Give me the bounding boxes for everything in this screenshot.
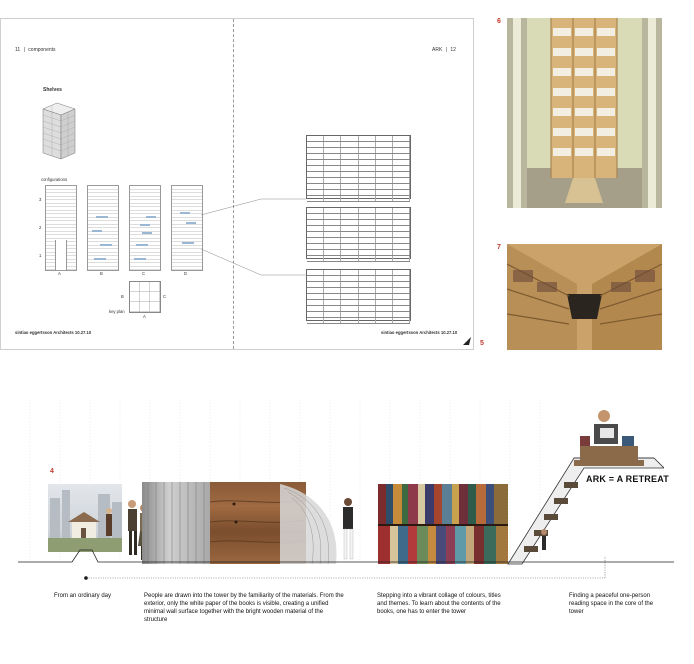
photo-ordinary-day	[48, 484, 122, 552]
shelf-axonometric-drawing	[42, 102, 76, 160]
photo-book-block	[142, 482, 210, 564]
configuration-bar-c	[129, 185, 161, 271]
left-page-header: 11 | components	[15, 47, 56, 53]
component-table-2	[306, 207, 411, 262]
photo-tower-exterior	[507, 18, 662, 208]
level-label-2: 2	[39, 225, 42, 230]
tower-exterior-illustration	[507, 18, 662, 208]
figure-number-4: 4	[50, 468, 54, 475]
figure-number-7: 7	[497, 244, 501, 251]
configuration-bar-b	[87, 185, 119, 271]
fanned-pages-illustration	[280, 484, 337, 564]
connector-lines	[201, 198, 306, 276]
page-turn-arrow-icon	[463, 337, 471, 345]
reading-person-illustration	[580, 410, 638, 460]
colourful-books-illustration	[378, 484, 508, 564]
key-plan-label-a: A	[143, 314, 146, 319]
book-stair-illustration	[507, 457, 664, 565]
photo-fanned-pages	[280, 484, 342, 564]
footer-left: sintiao eggertsson Architects 10.27.10	[15, 330, 92, 335]
right-page-header: ARK | 12	[432, 47, 456, 53]
reading-person	[572, 406, 642, 464]
figure-number-6: 6	[497, 18, 501, 25]
configuration-bar-d	[171, 185, 203, 271]
component-table-3	[306, 269, 411, 324]
configurations-label: configurations	[41, 177, 68, 182]
caption-ordinary-day: From an ordinary day	[54, 593, 112, 599]
key-plan-label-b: B	[121, 294, 124, 299]
footer-right: sintiao eggertsson Architects 10.27.10	[381, 330, 458, 335]
photo-tower-interior	[507, 244, 662, 350]
bar-label-c: C	[142, 271, 146, 276]
right-section-title: ARK	[432, 47, 443, 53]
page-fold	[233, 19, 234, 349]
photo-colourful-books	[378, 484, 508, 564]
bar-label-a: A	[58, 271, 61, 276]
caption-vibrant-collage: Stepping into a vibrant collage of colou…	[377, 593, 501, 615]
book-block-illustration	[147, 482, 205, 564]
bar-label-d: D	[184, 271, 188, 276]
walking-woman	[334, 494, 360, 566]
drawing-spread: 11 | components ARK | 12 Shelves configu…	[0, 18, 474, 350]
key-plan-label-c: C	[163, 294, 167, 299]
walking-woman-illustration	[343, 498, 354, 560]
component-table-1	[306, 135, 411, 202]
configuration-bar-a	[45, 185, 77, 271]
banner-ground-line	[18, 549, 674, 580]
tower-interior-illustration	[507, 244, 662, 350]
banner-title: ARK = A RETREAT	[586, 474, 669, 484]
caption-peaceful-space: Finding a peaceful one-person reading sp…	[569, 593, 654, 615]
key-plan-label: key plan	[109, 309, 125, 314]
caption-drawn-into-tower: People are drawn into the tower by the f…	[144, 593, 344, 623]
bar-label-b: B	[100, 271, 103, 276]
left-section-title: components	[28, 47, 56, 53]
level-label-1: 1	[39, 253, 42, 258]
key-plan-grid	[129, 281, 161, 313]
left-page-number: 11	[15, 47, 21, 53]
figure-number-5: 5	[480, 340, 484, 347]
ordinary-day-illustration	[48, 490, 122, 552]
right-page-number: 12	[450, 47, 456, 53]
level-label-3: 3	[39, 197, 42, 202]
shelves-title: Shelves	[43, 87, 62, 93]
